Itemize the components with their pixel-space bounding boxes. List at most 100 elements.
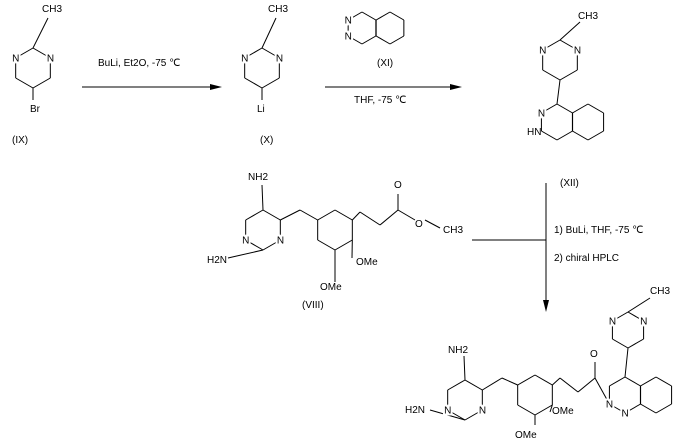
bond [627,297,651,313]
nitrogen-atom: N [277,236,284,247]
product-benzene-bond [534,374,553,386]
product-ome2: OMe [515,430,537,441]
nitrogen-atom: N [622,409,629,420]
product-benzene-bond [517,404,536,416]
bond [397,209,416,221]
bond [556,79,561,105]
nitrogen-atom: N [345,32,352,43]
nitrogen-atom: N [241,54,248,65]
label-xi: (XI) [377,58,393,69]
viii-pyrimidine-bond [245,209,264,221]
product-carbonyl-o: O [590,349,598,360]
bond [463,355,466,381]
xii-benzo-bond [587,103,604,114]
xi-ring-a-bond [361,35,377,45]
xi-ring-b-bond [389,35,405,45]
ix-ring-bond [32,47,51,59]
xi-ring-b-bond [389,11,405,21]
product-benzene-bond [534,404,553,416]
xii-dihydro-ring-bond [556,103,573,114]
bond [577,377,596,393]
arrow-step1 [82,84,222,90]
bond [261,184,264,211]
xii-nh: HN [527,127,541,138]
arrow-step3 [472,183,549,312]
nitrogen-atom: N [479,406,486,417]
xii-pyrimidine-bond [542,69,561,81]
product-pyrimidine-bond [464,409,483,421]
viii-pyrimidine-bond [262,239,281,251]
product-dihydro-ring-bond [609,376,626,387]
xii-dihydro-ring-bond [541,103,558,114]
bond [227,249,264,259]
product-pyrimidine-bond [447,409,466,421]
product-dihydro-ring-bond [609,403,626,414]
bond [559,21,581,41]
xii-pyrimidine-bond [542,39,561,51]
x-ring-bond [261,77,280,89]
step2-conditions: THF, -75 ℃ [354,95,406,106]
step1-conditions: BuLi, Et2O, -75 ℃ [98,58,180,69]
nitrogen-atom: N [242,236,249,247]
nitrogen-atom: N [276,54,283,65]
bond [482,377,503,391]
viii-benzene-bond [317,209,336,221]
viii-h2n: H2N [207,255,227,266]
nitrogen-atom: N [444,406,451,417]
product-nh2: NH2 [448,345,468,356]
xii-dihydro-ring-bond [541,130,558,141]
bond [624,347,629,378]
step3-conditions-1: 1) BuLi, THF, -75 ℃ [554,225,643,236]
nitrogen-atom: N [47,54,54,65]
nitrogen-atom: N [606,400,613,411]
viii-benzene-bond [317,239,336,251]
arrow-step2 [325,84,462,90]
nitrogen-atom: N [538,109,545,120]
product-benzo-bond [655,403,672,414]
xi-ring-b-bond [375,35,391,45]
label-ix: (IX) [12,135,28,146]
ix-bromo: Br [30,104,41,115]
product-benzo-bond [655,376,672,387]
bond [299,209,318,221]
viii-ome2: OMe [320,282,342,293]
product-benzene-bond [517,374,536,386]
xi-ring-a-bond [347,35,363,45]
bond [424,219,441,229]
xii-benzo-bond [587,130,604,141]
viii-ethyl: CH3 [443,225,463,236]
bond [359,211,381,226]
bond [379,209,399,226]
viii-pyrimidine-bond [245,239,264,251]
bond [280,209,301,221]
product-benzo-bond [640,403,657,414]
xii-methyl: CH3 [578,11,598,22]
x-ring-bond [244,77,263,89]
product-pyrimidine-bond [464,379,483,391]
xii-benzo-bond [572,103,589,114]
bond [429,409,466,421]
xii-pyrimidine-bond [559,39,578,51]
xi-ring-b-bond [375,11,391,21]
product-dihydro-ring-bond [624,403,641,414]
bond [351,211,361,221]
ix-methyl: CH3 [42,4,62,15]
label-viii: (VIII) [302,300,324,311]
viii-pyrimidine-bond [262,209,281,221]
product-pyrimidine-2-bond [627,311,644,322]
nitrogen-atom: N [539,46,546,57]
product-benzo-bond [640,376,657,387]
ix-ring-bond [15,47,34,59]
viii-carbonyl-o: O [394,180,402,191]
product-methyl: CH3 [650,286,670,297]
bond [559,377,579,393]
x-lithium: Li [257,104,265,115]
bond [261,17,277,49]
viii-benzene-bond [334,239,353,251]
viii-nh2: NH2 [248,172,268,183]
xi-ring-a-bond [361,11,377,21]
product-pyrimidine-2-bond [612,311,629,322]
